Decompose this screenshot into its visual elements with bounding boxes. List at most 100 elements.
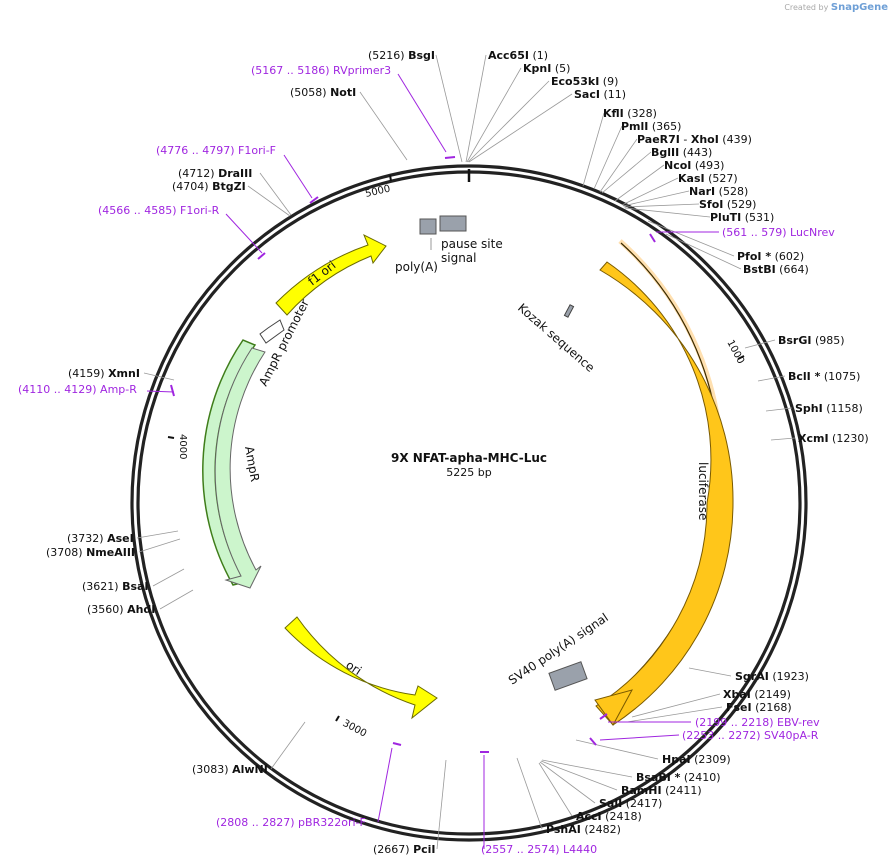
enzyme-site-pcii[interactable]: (2667) PciI	[373, 759, 447, 856]
leader-line	[259, 172, 292, 216]
enzyme-site-hpai[interactable]: HpaI (2309)	[575, 739, 731, 766]
enzyme-site-nmeaiii[interactable]: (3708) NmeAIII	[46, 538, 181, 559]
enzyme-site-bglii[interactable]: BglII (443)	[601, 146, 712, 194]
leader-line	[622, 190, 690, 207]
enzyme-site-asei[interactable]: (3732) AseI	[67, 530, 179, 545]
enzyme-label: KflI (328)	[603, 107, 657, 120]
enzyme-label: SfoI (529)	[699, 198, 756, 211]
enzyme-site-fsei[interactable]: FseI (2168)	[626, 701, 792, 723]
primer-arrow-icon	[649, 233, 656, 243]
enzyme-site-noti[interactable]: (5058) NotI	[290, 86, 408, 161]
enzyme-site-bstbi[interactable]: BstBI (664)	[665, 233, 809, 276]
primer-pbr322ori-f[interactable]: (2808 .. 2827) pBR322ori-F	[216, 742, 402, 829]
enzyme-site-ncoi[interactable]: NcoI (493)	[614, 159, 724, 202]
primer-label: (4566 .. 4585) F1ori-R	[98, 204, 220, 217]
enzyme-site-pshai[interactable]: PshAI (2482)	[516, 757, 621, 836]
enzyme-site-acc65i[interactable]: Acc65I (1)	[465, 49, 548, 163]
enzyme-site-bamhi[interactable]: BamHI (2411)	[540, 760, 702, 797]
enzyme-site-ahdi[interactable]: (3560) AhdI	[87, 589, 194, 616]
primer-ebv-rev[interactable]: (2199 .. 2218) EBV-rev	[599, 713, 820, 729]
enzyme-site-pfoi[interactable]: PfoI * (602)	[647, 220, 804, 263]
primer-f1ori-r[interactable]: (4566 .. 4585) F1ori-R	[98, 204, 266, 260]
watermark-brand: SnapGene	[830, 2, 888, 13]
enzyme-site-alwni[interactable]: (3083) AlwNI	[192, 721, 306, 776]
enzyme-site-xmni[interactable]: (4159) XmnI	[68, 367, 175, 381]
tick-3000: 3000	[335, 715, 369, 740]
enzyme-site-draiii[interactable]: (4712) DraIII	[178, 167, 292, 216]
enzyme-site-kpni[interactable]: KpnI (5)	[466, 62, 570, 163]
primer-lucnrev[interactable]: (561 .. 579) LucNrev	[649, 226, 835, 243]
primer-l4440[interactable]: (2557 .. 2574) L4440	[480, 751, 597, 856]
polya-label: poly(A)	[395, 260, 438, 274]
leader-line	[466, 67, 522, 163]
leader-line	[247, 185, 291, 217]
primer-leader	[225, 213, 263, 254]
primer-leader	[146, 390, 175, 393]
enzyme-label: (5216) BsgI	[368, 49, 435, 62]
enzyme-label: (2667) PciI	[373, 843, 436, 856]
enzyme-site-bsrgi[interactable]: BsrGI (985)	[744, 334, 845, 349]
enzyme-site-saci[interactable]: SacI (11)	[468, 88, 626, 163]
leader-line	[665, 233, 742, 270]
leader-line	[688, 667, 732, 677]
enzyme-site-sgrai[interactable]: SgrAI (1923)	[688, 667, 809, 683]
enzyme-label: NcoI (493)	[664, 159, 724, 172]
leader-line	[359, 91, 408, 161]
enzyme-site-bcli[interactable]: BclI * (1075)	[757, 370, 860, 383]
primer-arrow-icon	[599, 713, 608, 720]
enzyme-site-pmli[interactable]: PmlI (365)	[593, 120, 681, 190]
primer-arrow-icon	[444, 156, 456, 159]
enzyme-site-xbai[interactable]: XbaI (2149)	[631, 688, 791, 718]
primer-label: (2557 .. 2574) L4440	[481, 843, 597, 856]
enzyme-label: SalI (2417)	[599, 797, 662, 810]
enzyme-site-eco53ki[interactable]: Eco53kI (9)	[467, 75, 618, 163]
luciferase-feature[interactable]: luciferase	[594, 239, 734, 726]
leader-line	[538, 762, 573, 817]
kozak-feature[interactable]: Kozak sequence	[515, 301, 597, 375]
ori-feature[interactable]: ori	[284, 616, 438, 720]
leader-line	[621, 177, 679, 206]
primer-amp-r[interactable]: (4110 .. 4129) Amp-R	[18, 383, 175, 397]
enzyme-site-xcmi[interactable]: XcmI (1230)	[770, 432, 869, 445]
sv40-polya-feature[interactable]: SV40 poly(A) signal	[506, 610, 611, 691]
leader-line	[468, 93, 573, 163]
enzyme-site-bsai[interactable]: (3621) BsaI	[82, 568, 185, 593]
primer-label: (4776 .. 4797) F1ori-F	[156, 144, 276, 157]
enzyme-site-sphi[interactable]: SphI (1158)	[765, 402, 863, 415]
enzyme-site-acci[interactable]: AccI (2418)	[538, 762, 642, 823]
enzyme-site-paer7i[interactable]: PaeR7I - XhoI (439)	[599, 133, 752, 193]
leader-line	[770, 437, 796, 441]
leader-line	[540, 760, 618, 791]
leader-line	[631, 693, 721, 718]
enzyme-label: SphI (1158)	[795, 402, 863, 415]
enzyme-site-pluti[interactable]: PluTI (531)	[624, 207, 774, 224]
primer-f1ori-f[interactable]: (4776 .. 4797) F1ori-F	[156, 144, 319, 204]
tick-label-4000: 4000	[177, 434, 188, 459]
backbone	[130, 164, 808, 842]
enzyme-label: XcmI (1230)	[798, 432, 869, 445]
enzyme-site-kasi[interactable]: KasI (527)	[621, 172, 738, 206]
enzyme-site-nari[interactable]: NarI (528)	[622, 185, 748, 207]
tick-label-1000: 1000	[724, 338, 746, 366]
primer-rvprimer3[interactable]: (5167 .. 5186) RVprimer3	[251, 64, 456, 159]
leader-line	[623, 203, 700, 208]
annotation-labels: (5216) BsgI Acc65I (1)KpnI (5)Eco53kI (9)…	[18, 49, 869, 856]
tick-label-3000: 3000	[341, 718, 369, 740]
enzyme-site-btgzi[interactable]: (4704) BtgZI	[172, 180, 291, 217]
enzyme-site-bsgi[interactable]: (5216) BsgI	[368, 49, 463, 163]
enzyme-site-kfli[interactable]: KflI (328)	[582, 107, 657, 187]
leader-line	[757, 375, 786, 382]
enzyme-site-sfoi[interactable]: SfoI (529)	[623, 198, 756, 211]
enzyme-label: PshAI (2482)	[546, 823, 621, 836]
ampr-feature[interactable]: AmpR	[202, 339, 266, 589]
enzyme-site-sali[interactable]: SalI (2417)	[539, 761, 662, 810]
primer-label: (561 .. 579) LucNrev	[722, 226, 835, 239]
enzyme-site-bsabi[interactable]: BsaBI * (2410)	[541, 759, 721, 784]
f1-ori-feature[interactable]: f1 ori	[275, 233, 387, 316]
leader-line	[159, 589, 194, 610]
primer-label: (5167 .. 5186) RVprimer3	[251, 64, 391, 77]
leader-line	[539, 761, 596, 804]
primer-sv40pa-r[interactable]: (2253 .. 2272) SV40pA-R	[589, 729, 819, 746]
polya-feature[interactable]: poly(A) pause site signal	[395, 215, 503, 274]
enzyme-label: NarI (528)	[689, 185, 748, 198]
